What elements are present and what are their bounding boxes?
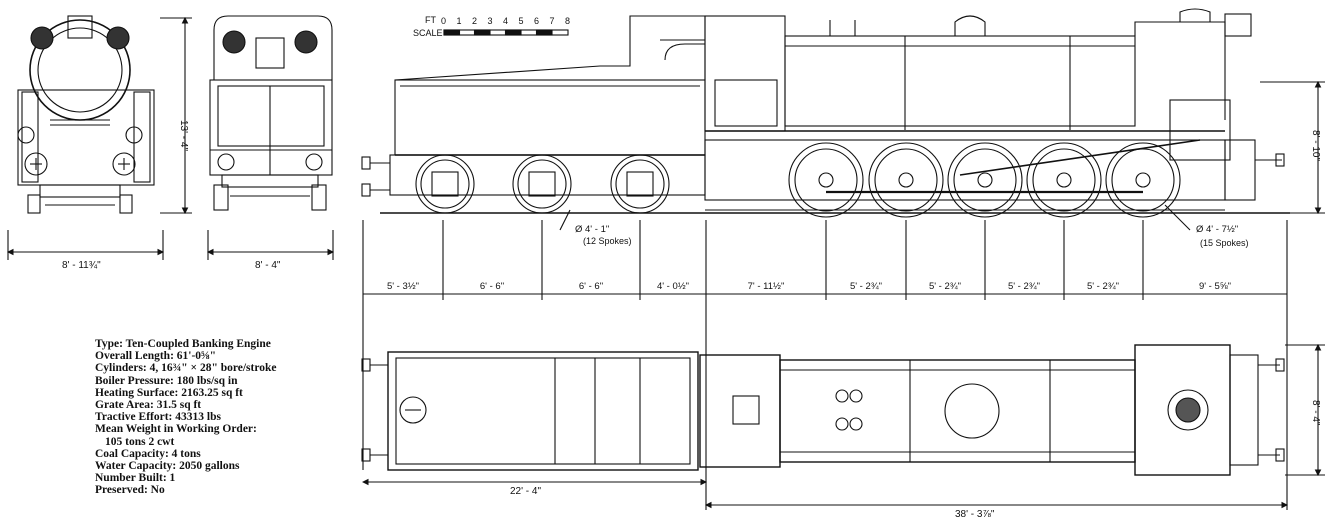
- spec-preserved: Preserved: No: [95, 484, 165, 497]
- wheelbase-label-9: 5' - 2¾": [1087, 281, 1119, 292]
- spec-tractive-effort: Tractive Effort: 43313 lbs: [95, 411, 221, 424]
- spec-number-built: Number Built: 1: [95, 472, 176, 485]
- spec-water-capacity: Water Capacity: 2050 gallons: [95, 460, 240, 473]
- spec-overall-length: Overall Length: 61'-0⅝": [95, 350, 217, 363]
- plan-width-dimension: [1285, 343, 1325, 477]
- scale-bar: [443, 29, 569, 36]
- side-height-label: 8' - 10": [1310, 130, 1321, 161]
- wheelbase-labels: 5' - 3½" 6' - 6" 6' - 6" 4' - 0½" 7' - 11½" 5…: [387, 281, 1231, 292]
- driving-wheel-leader: [1164, 204, 1191, 231]
- scale-tick-3: 3: [488, 16, 493, 26]
- driving-wheels: [788, 139, 1201, 218]
- wheelbase-label-7: 5' - 2¾": [929, 281, 961, 292]
- engine-length-label: 38' - 3⅞": [955, 509, 995, 520]
- side-view-engine: [704, 8, 1285, 211]
- rear-width-dimension: [206, 230, 335, 260]
- wheelbase-label-6: 5' - 2¾": [850, 281, 882, 292]
- scale-tick-8: 8: [565, 16, 570, 26]
- side-height-dimension: [1260, 80, 1325, 215]
- spec-heating-surface: Heating Surface: 2163.25 sq ft: [95, 386, 243, 399]
- spec-grate-area: Grate Area: 31.5 sq ft: [95, 399, 202, 412]
- spec-coal-capacity: Coal Capacity: 4 tons: [95, 447, 201, 460]
- front-width-dimension: [6, 230, 165, 260]
- plan-view-tender: [361, 351, 699, 471]
- specifications-panel: Type: Ten-Coupled Banking Engine Overall…: [95, 338, 355, 497]
- wheelbase-dimensions: [362, 220, 1288, 510]
- spec-boiler-pressure: Boiler Pressure: 180 lbs/sq in: [95, 374, 238, 387]
- tender-wheel-leader: [559, 209, 571, 231]
- wheelbase-label-10: 9' - 5⅝": [1199, 281, 1231, 292]
- scale-tick-2: 2: [472, 16, 477, 26]
- wheelbase-label-3: 6' - 6": [579, 281, 603, 292]
- spec-mean-weight-value: 105 tons 2 cwt: [105, 435, 175, 448]
- plan-view-engine: [699, 344, 1285, 476]
- wheelbase-label-8: 5' - 2¾": [1008, 281, 1040, 292]
- wheelbase-label-4: 4' - 0½": [657, 281, 689, 292]
- scale-tick-0: 0: [441, 16, 446, 26]
- scale-tick-5: 5: [519, 16, 524, 26]
- tender-wheel-note: Ø 4' - 1": [575, 224, 609, 235]
- rear-view: [209, 15, 333, 211]
- wheelbase-label-1: 5' - 3½": [387, 281, 419, 292]
- tender-length-label: 22' - 4": [510, 486, 541, 497]
- driving-wheel-spokes: (15 Spokes): [1200, 238, 1249, 248]
- plan-length-dimensions: [361, 478, 1289, 509]
- scale-tick-1: 1: [457, 16, 462, 26]
- scale-tick-6: 6: [534, 16, 539, 26]
- front-view: [17, 15, 155, 214]
- front-height-label: 13' - 4": [178, 120, 189, 151]
- side-view-tender: [361, 15, 706, 197]
- wheelbase-label-2: 6' - 6": [480, 281, 504, 292]
- scale-tick-4: 4: [503, 16, 508, 26]
- plan-width-label: 8' - 4": [1310, 400, 1321, 426]
- tender-wheel-spokes: (12 Spokes): [583, 236, 632, 246]
- spec-mean-weight-label: Mean Weight in Working Order:: [95, 423, 257, 436]
- rear-width-label: 8' - 4": [255, 260, 281, 271]
- tender-wheels: [415, 154, 670, 214]
- spec-type: Type: Ten-Coupled Banking Engine: [95, 338, 271, 350]
- scale-label: SCALE: [413, 28, 443, 38]
- scale-tick-7: 7: [550, 16, 555, 26]
- driving-wheel-note: Ø 4' - 7½": [1196, 224, 1238, 235]
- wheelbase-label-5: 7' - 11½": [748, 281, 785, 292]
- spec-cylinders: Cylinders: 4, 16¾" × 28" bore/stroke: [95, 362, 277, 375]
- front-height-dimension: [160, 16, 192, 215]
- front-width-label: 8' - 11¾": [62, 260, 101, 271]
- scale-ft-label: FT: [425, 15, 436, 25]
